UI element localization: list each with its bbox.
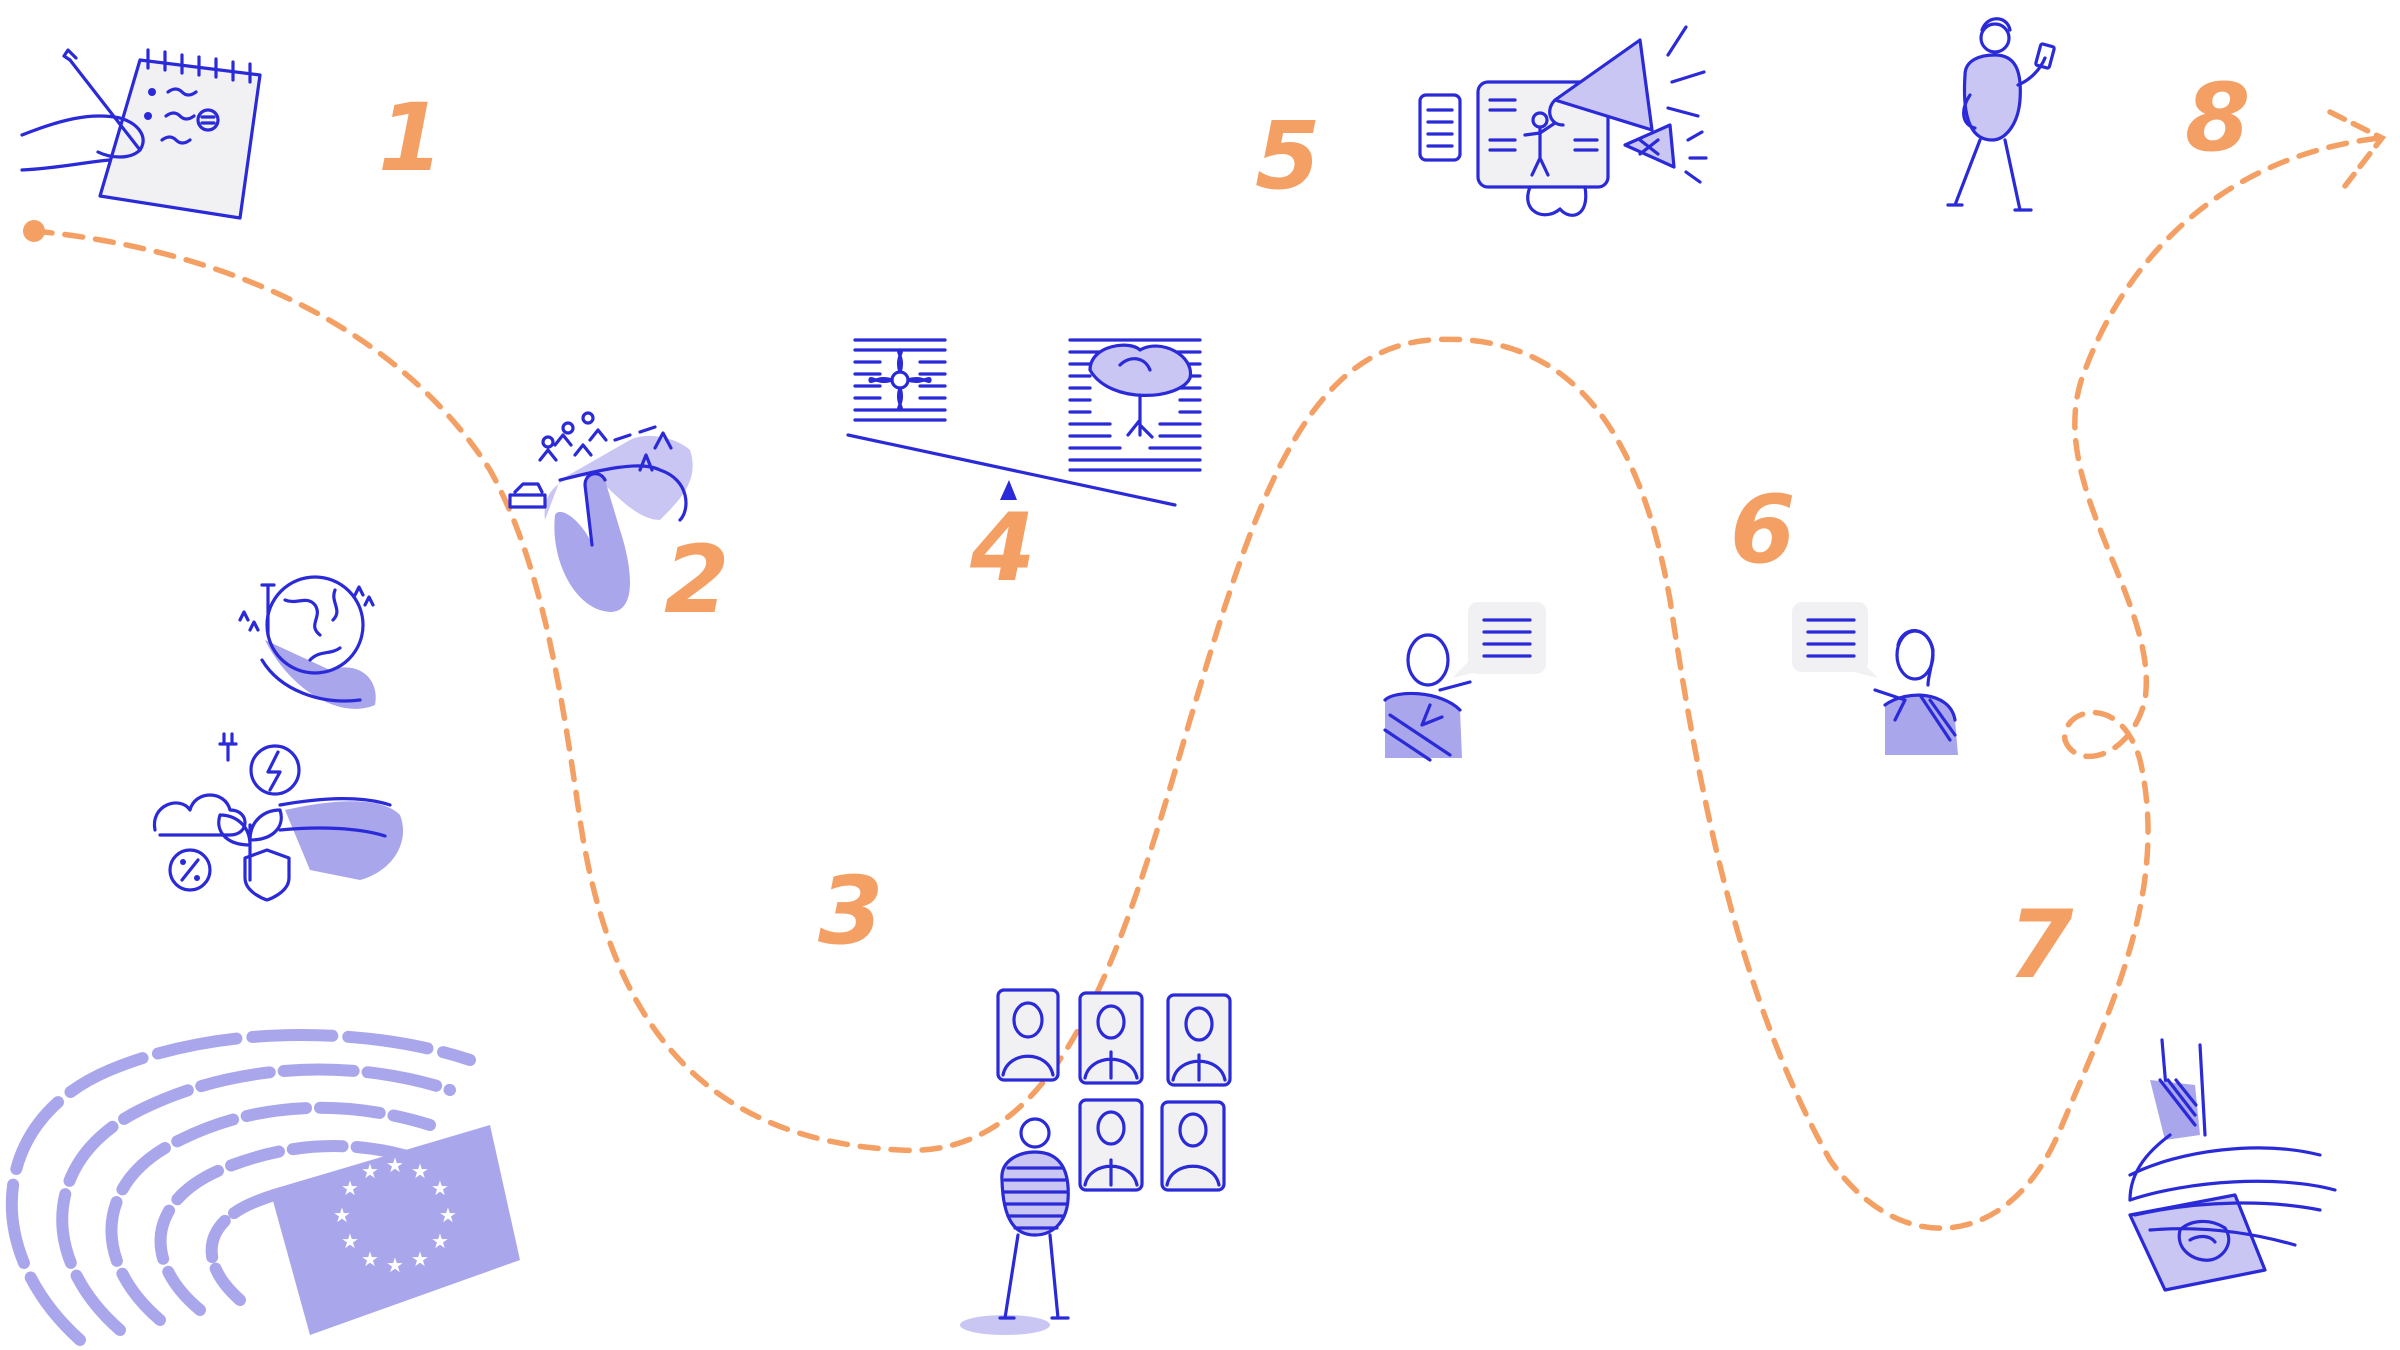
step-number-3: 3 [818, 857, 883, 966]
svg-text:★: ★ [386, 1253, 404, 1277]
step-number-4: 4 [969, 494, 1035, 603]
candidate-card [996, 988, 1060, 1082]
svg-text:★: ★ [341, 1176, 359, 1200]
walking-person-phone-icon [1946, 17, 2056, 212]
candidate-card [1078, 991, 1144, 1085]
step-number-1: 1 [378, 84, 443, 193]
eu-flag-icon: ★★★ ★★★ ★★★ ★★★ [270, 1125, 520, 1335]
hand-casting-ballot-icon [2128, 1038, 2337, 1292]
finger-selecting-topics-icon [508, 411, 693, 612]
step-number-6: 6 [1730, 476, 1795, 585]
speech-bubble [1452, 602, 1546, 678]
svg-text:★: ★ [386, 1153, 404, 1177]
candidate-card [1160, 1100, 1226, 1192]
path-arrowhead [2327, 109, 2387, 189]
campaign-screen-megaphone-icon [1418, 25, 1708, 217]
svg-text:★: ★ [361, 1247, 379, 1271]
step-number-7: 7 [2008, 891, 2074, 1000]
parliament-hemicycle-icon [5, 1029, 476, 1346]
hand-writing-notepad-icon [20, 48, 262, 220]
journey-path [23, 109, 2387, 1231]
speech-bubble [1792, 602, 1878, 678]
candidate-card [1166, 993, 1232, 1087]
svg-text:★: ★ [431, 1229, 449, 1253]
eu-stars: ★★★ ★★★ ★★★ ★★★ [333, 1153, 457, 1277]
svg-text:★: ★ [411, 1247, 429, 1271]
step-number-5: 5 [1255, 102, 1320, 211]
svg-text:★: ★ [439, 1203, 457, 1227]
svg-text:★: ★ [341, 1229, 359, 1253]
journey-dashed-line [31, 135, 2383, 1231]
svg-text:★: ★ [333, 1203, 351, 1227]
debating-speakers-icon [1383, 602, 1958, 762]
svg-text:★: ★ [431, 1176, 449, 1200]
person-viewing-candidates-icon [960, 988, 1232, 1335]
svg-text:★: ★ [361, 1159, 379, 1183]
energy-plant-shield-icon [152, 732, 404, 902]
globe-hands-icon [238, 575, 376, 709]
step-number-8: 8 [2185, 64, 2250, 173]
step-number-2: 2 [664, 526, 729, 635]
candidate-card [1078, 1098, 1144, 1192]
balance-scale-icon [846, 338, 1202, 507]
svg-text:★: ★ [411, 1159, 429, 1183]
